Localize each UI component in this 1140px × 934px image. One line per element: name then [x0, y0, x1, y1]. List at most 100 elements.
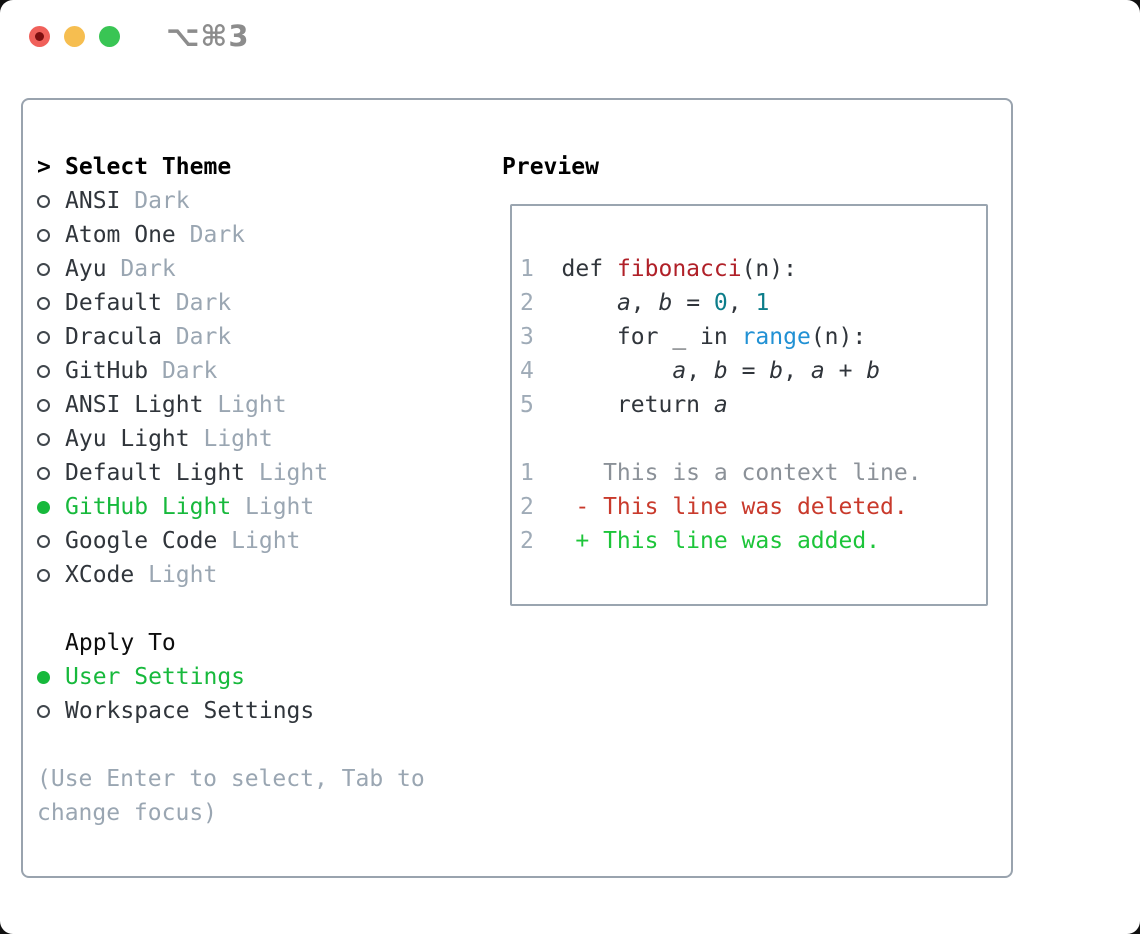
- option-label: ANSI: [65, 188, 121, 214]
- theme-list: ANSI Dark Atom One Dark Ayu Dark Default…: [37, 184, 477, 592]
- marker-cell: [37, 398, 65, 412]
- marker-cell: [37, 262, 65, 276]
- window-controls: [29, 26, 120, 47]
- apply-to-heading: Apply To: [65, 630, 176, 656]
- preview-line: 3 for _ in range(n):: [520, 320, 986, 354]
- marker-cell: [37, 670, 65, 684]
- select-theme-heading-row: > Select Theme: [37, 150, 477, 184]
- theme-option-atom-one[interactable]: Atom One Dark: [37, 218, 477, 252]
- line-content: return a: [533, 392, 728, 418]
- marker-cell: [37, 330, 65, 344]
- preview-line: 2 - This line was deleted.: [520, 490, 986, 524]
- option-label: GitHub Light: [65, 494, 232, 520]
- radio-icon: [37, 534, 50, 548]
- option-label: Google Code: [65, 528, 218, 554]
- option-label: XCode: [65, 562, 135, 588]
- theme-option-github-light[interactable]: GitHub Light Light: [37, 490, 477, 524]
- option-variant: Dark: [120, 256, 176, 282]
- option-variant: Light: [245, 494, 315, 520]
- preview-heading-row: Preview: [502, 150, 988, 184]
- theme-option-ansi-light[interactable]: ANSI Light Light: [37, 388, 477, 422]
- apply-option-workspace-settings[interactable]: Workspace Settings: [37, 694, 477, 728]
- theme-option-default[interactable]: Default Dark: [37, 286, 477, 320]
- apply-to-heading-row: Apply To: [37, 626, 477, 660]
- line-content: - This line was deleted.: [533, 494, 908, 520]
- option-variant: Dark: [175, 324, 232, 350]
- option-label: Default: [65, 290, 162, 316]
- radio-icon: [37, 364, 50, 378]
- option-label: Workspace Settings: [65, 698, 315, 724]
- option-label: Atom One: [65, 222, 176, 248]
- theme-option-google-code[interactable]: Google Code Light: [37, 524, 477, 558]
- radio-icon: [37, 398, 50, 412]
- help-text: (Use Enter to select, Tab to change focu…: [37, 766, 425, 826]
- option-variant: Dark: [189, 222, 246, 248]
- radio-icon: [37, 704, 50, 718]
- theme-option-ansi[interactable]: ANSI Dark: [37, 184, 477, 218]
- radio-icon: [37, 296, 50, 310]
- radio-icon: [37, 228, 50, 242]
- radio-icon: [37, 500, 50, 514]
- line-number: 1: [520, 460, 534, 486]
- preview-line: 5 return a: [520, 388, 986, 422]
- marker-cell: [37, 568, 65, 582]
- option-variant: Dark: [161, 358, 218, 384]
- line-number: 4: [520, 358, 534, 384]
- theme-option-dracula[interactable]: Dracula Dark: [37, 320, 477, 354]
- marker-cell: [37, 228, 65, 242]
- option-label: Dracula: [65, 324, 162, 350]
- line-number: 2: [520, 528, 534, 554]
- option-label: Ayu: [65, 256, 107, 282]
- marker-cell: [37, 194, 65, 208]
- preview-line: 2 a, b = 0, 1: [520, 286, 986, 320]
- theme-option-default-light[interactable]: Default Light Light: [37, 456, 477, 490]
- preview-line: 2 + This line was added.: [520, 524, 986, 558]
- option-label: User Settings: [65, 664, 246, 690]
- option-label: GitHub: [65, 358, 149, 384]
- cursor-arrow-icon: >: [37, 154, 51, 180]
- theme-option-xcode[interactable]: XCode Light: [37, 558, 477, 592]
- close-button[interactable]: [29, 26, 50, 47]
- preview-heading: Preview: [502, 154, 599, 180]
- line-content: a, b = b, a + b: [672, 358, 881, 384]
- marker-cell: [37, 296, 65, 310]
- radio-icon: [37, 568, 50, 582]
- option-label: ANSI Light: [65, 392, 204, 418]
- marker-cell: [37, 364, 65, 378]
- option-label: Default Light: [65, 460, 246, 486]
- option-variant: Light: [258, 460, 329, 486]
- theme-option-github[interactable]: GitHub Dark: [37, 354, 477, 388]
- theme-option-ayu[interactable]: Ayu Dark: [37, 252, 477, 286]
- radio-icon: [37, 432, 50, 446]
- option-variant: Dark: [134, 188, 190, 214]
- radio-icon: [37, 194, 50, 208]
- radio-icon: [37, 330, 50, 344]
- line-number: 2: [520, 494, 534, 520]
- preview-line: 4 a, b = b, a + b: [520, 354, 986, 388]
- option-variant: Light: [203, 426, 273, 452]
- marker-cell: [37, 500, 65, 514]
- radio-icon: [37, 262, 50, 276]
- marker-cell: [37, 704, 65, 718]
- minimize-button[interactable]: [64, 26, 85, 47]
- apply-to-list: User Settings Workspace Settings: [37, 660, 477, 728]
- line-content: def fibonacci(n):: [533, 256, 797, 282]
- option-variant: Dark: [175, 290, 232, 316]
- spacer: [37, 728, 477, 762]
- preview-line: [520, 422, 986, 456]
- apply-option-user-settings[interactable]: User Settings: [37, 660, 477, 694]
- radio-icon: [37, 466, 50, 480]
- line-content: + This line was added.: [533, 528, 881, 554]
- option-label: Ayu Light: [65, 426, 190, 452]
- radio-icon: [37, 670, 50, 684]
- zoom-button[interactable]: [99, 26, 120, 47]
- line-content: for _ in range(n):: [533, 324, 867, 350]
- preview-column: Preview 1 def fibonacci(n):2 a, b = 0, 1…: [502, 150, 988, 606]
- line-number: 3: [520, 324, 534, 350]
- theme-option-ayu-light[interactable]: Ayu Light Light: [37, 422, 477, 456]
- theme-settings-panel: > Select Theme ANSI Dark Atom One Dark A…: [21, 98, 1013, 878]
- line-number: 1: [520, 256, 534, 282]
- option-variant: Light: [148, 562, 218, 588]
- preview-line: 1 def fibonacci(n):: [520, 252, 986, 286]
